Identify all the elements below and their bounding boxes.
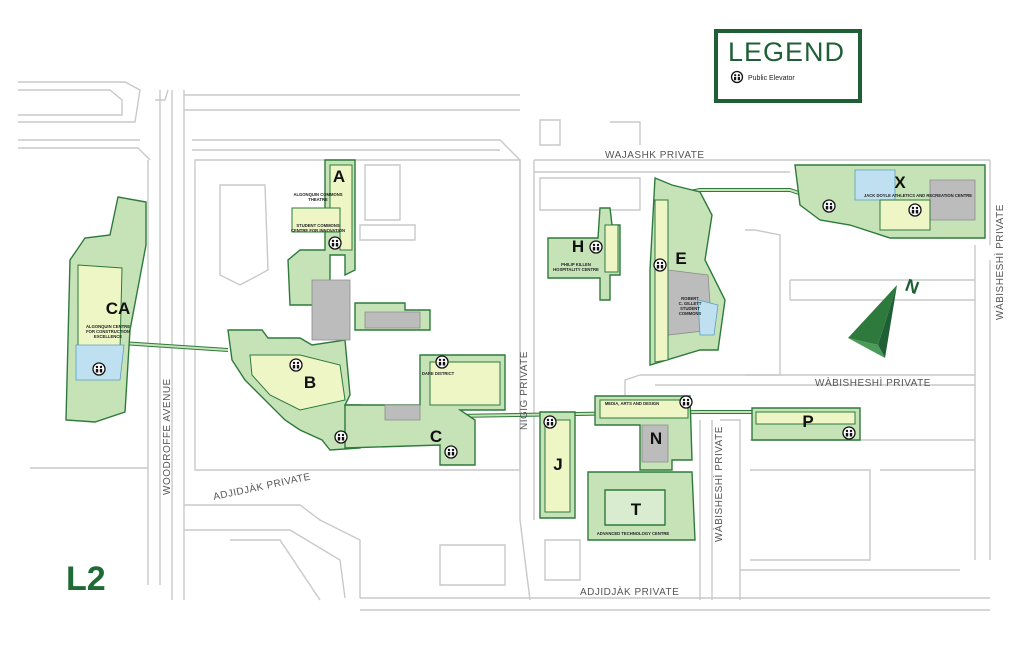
street-wabisheshi-south: WÀBISHESHÌ PRIVATE [712, 426, 725, 542]
elevator-icon[interactable] [543, 415, 557, 429]
building-ca-label-3: EXCELLENCE [94, 334, 122, 339]
building-p-letter: P [802, 412, 813, 431]
building-x[interactable]: X JACK DOYLE ATHLETICS AND RECREATION CE… [794, 164, 986, 239]
building-e-letter: E [675, 249, 686, 268]
road-network [18, 81, 991, 611]
street-adjidjak-south: ADJIDJÀK PRIVATE [580, 585, 679, 598]
building-c-label-1: DARE DISTRICT [422, 371, 455, 376]
building-b-letter: B [304, 373, 316, 392]
building-x-letter: X [894, 173, 906, 192]
street-wabisheshi-east: WÀBISHESHÌ PRIVATE [993, 204, 1006, 320]
elevator-icon[interactable] [908, 203, 922, 217]
street-wajashk: WAJASHK PRIVATE [605, 150, 705, 161]
elevator-icon [730, 70, 744, 84]
building-h[interactable]: H PHILIP KILLEN HOSPITALITY CENTRE [547, 207, 621, 301]
building-b[interactable]: B [227, 279, 361, 451]
building-h-letter: H [572, 237, 584, 256]
building-t[interactable]: T ADVANCED TECHNOLOGY CENTRE [587, 471, 696, 541]
legend-title: LEGEND [728, 37, 845, 67]
elevator-icon[interactable] [589, 240, 603, 254]
building-ca-letter: CA [106, 299, 131, 318]
building-h-label-2: HOSPITALITY CENTRE [553, 267, 599, 272]
building-e-label-4: COMMONS [679, 311, 702, 316]
building-a-label-1: ALGONQUIN COMMONS [293, 192, 342, 197]
building-n[interactable]: N MEDIA, ARTS AND DESIGN [594, 395, 693, 471]
street-woodroffe: WOODROFFE AVENUE [162, 378, 173, 495]
building-c[interactable]: C DARE DISTRICT [344, 354, 506, 466]
building-a-label-4: CENTRE FOR INNOVATION [291, 228, 345, 233]
building-h-label-1: PHILIP KILLEN [561, 262, 591, 267]
elevator-icon[interactable] [444, 445, 458, 459]
building-a[interactable]: A ALGONQUIN COMMONS THEATRE STUDENT COMM… [287, 159, 356, 306]
elevator-markers [92, 199, 922, 459]
elevator-icon[interactable] [289, 358, 303, 372]
building-t-label-1: ADVANCED TECHNOLOGY CENTRE [597, 531, 670, 536]
building-a-label-2: THEATRE [308, 197, 328, 202]
building-j[interactable]: J [539, 411, 576, 519]
elevator-icon[interactable] [679, 395, 693, 409]
building-e-label-1: ROBERT [681, 296, 699, 301]
building-e[interactable]: E ROBERT C. GILLETT STUDENT COMMONS [649, 176, 726, 366]
building-ca-label-2: FOR CONSTRUCTION [86, 329, 130, 334]
legend-item-public-elevator: Public Elevator [748, 75, 795, 82]
street-nigig: NIGIG PRIVATE [519, 351, 530, 430]
building-x-label-1: JACK DOYLE ATHLETICS AND RECREATION CENT… [864, 193, 972, 198]
building-e-label-3: STUDENT [680, 306, 700, 311]
building-e-label-2: C. GILLETT [679, 301, 702, 306]
street-adjidjak-west: ADJIDJÀK PRIVATE [212, 470, 312, 503]
street-wabisheshi-north: WÀBISHESHÌ PRIVATE [815, 376, 931, 389]
elevator-icon[interactable] [328, 236, 342, 250]
building-p[interactable]: P [751, 407, 861, 441]
building-ca[interactable]: CA ALGONQUIN CENTRE FOR CONSTRUCTION EXC… [65, 196, 147, 423]
building-a-label-3: STUDENT COMMONS [296, 223, 339, 228]
building-j-letter: J [553, 455, 562, 474]
building-t-letter: T [631, 500, 642, 519]
elevator-icon[interactable] [653, 258, 667, 272]
elevator-icon[interactable] [435, 355, 449, 369]
building-n-letter: N [650, 429, 662, 448]
building-a-annex [354, 302, 431, 331]
elevator-icon[interactable] [842, 426, 856, 440]
elevator-icon[interactable] [334, 430, 348, 444]
elevator-icon[interactable] [822, 199, 836, 213]
legend: LEGEND Public Elevator [714, 29, 862, 103]
building-ca-label-1: ALGONQUIN CENTRE [86, 324, 130, 329]
north-arrow: N [848, 275, 922, 358]
building-a-letter: A [333, 167, 345, 186]
building-n-label-1: MEDIA, ARTS AND DESIGN [605, 401, 659, 406]
building-c-letter: C [430, 427, 442, 446]
level-label: L2 [66, 560, 106, 598]
north-letter: N [903, 275, 922, 298]
elevator-icon[interactable] [92, 362, 106, 376]
